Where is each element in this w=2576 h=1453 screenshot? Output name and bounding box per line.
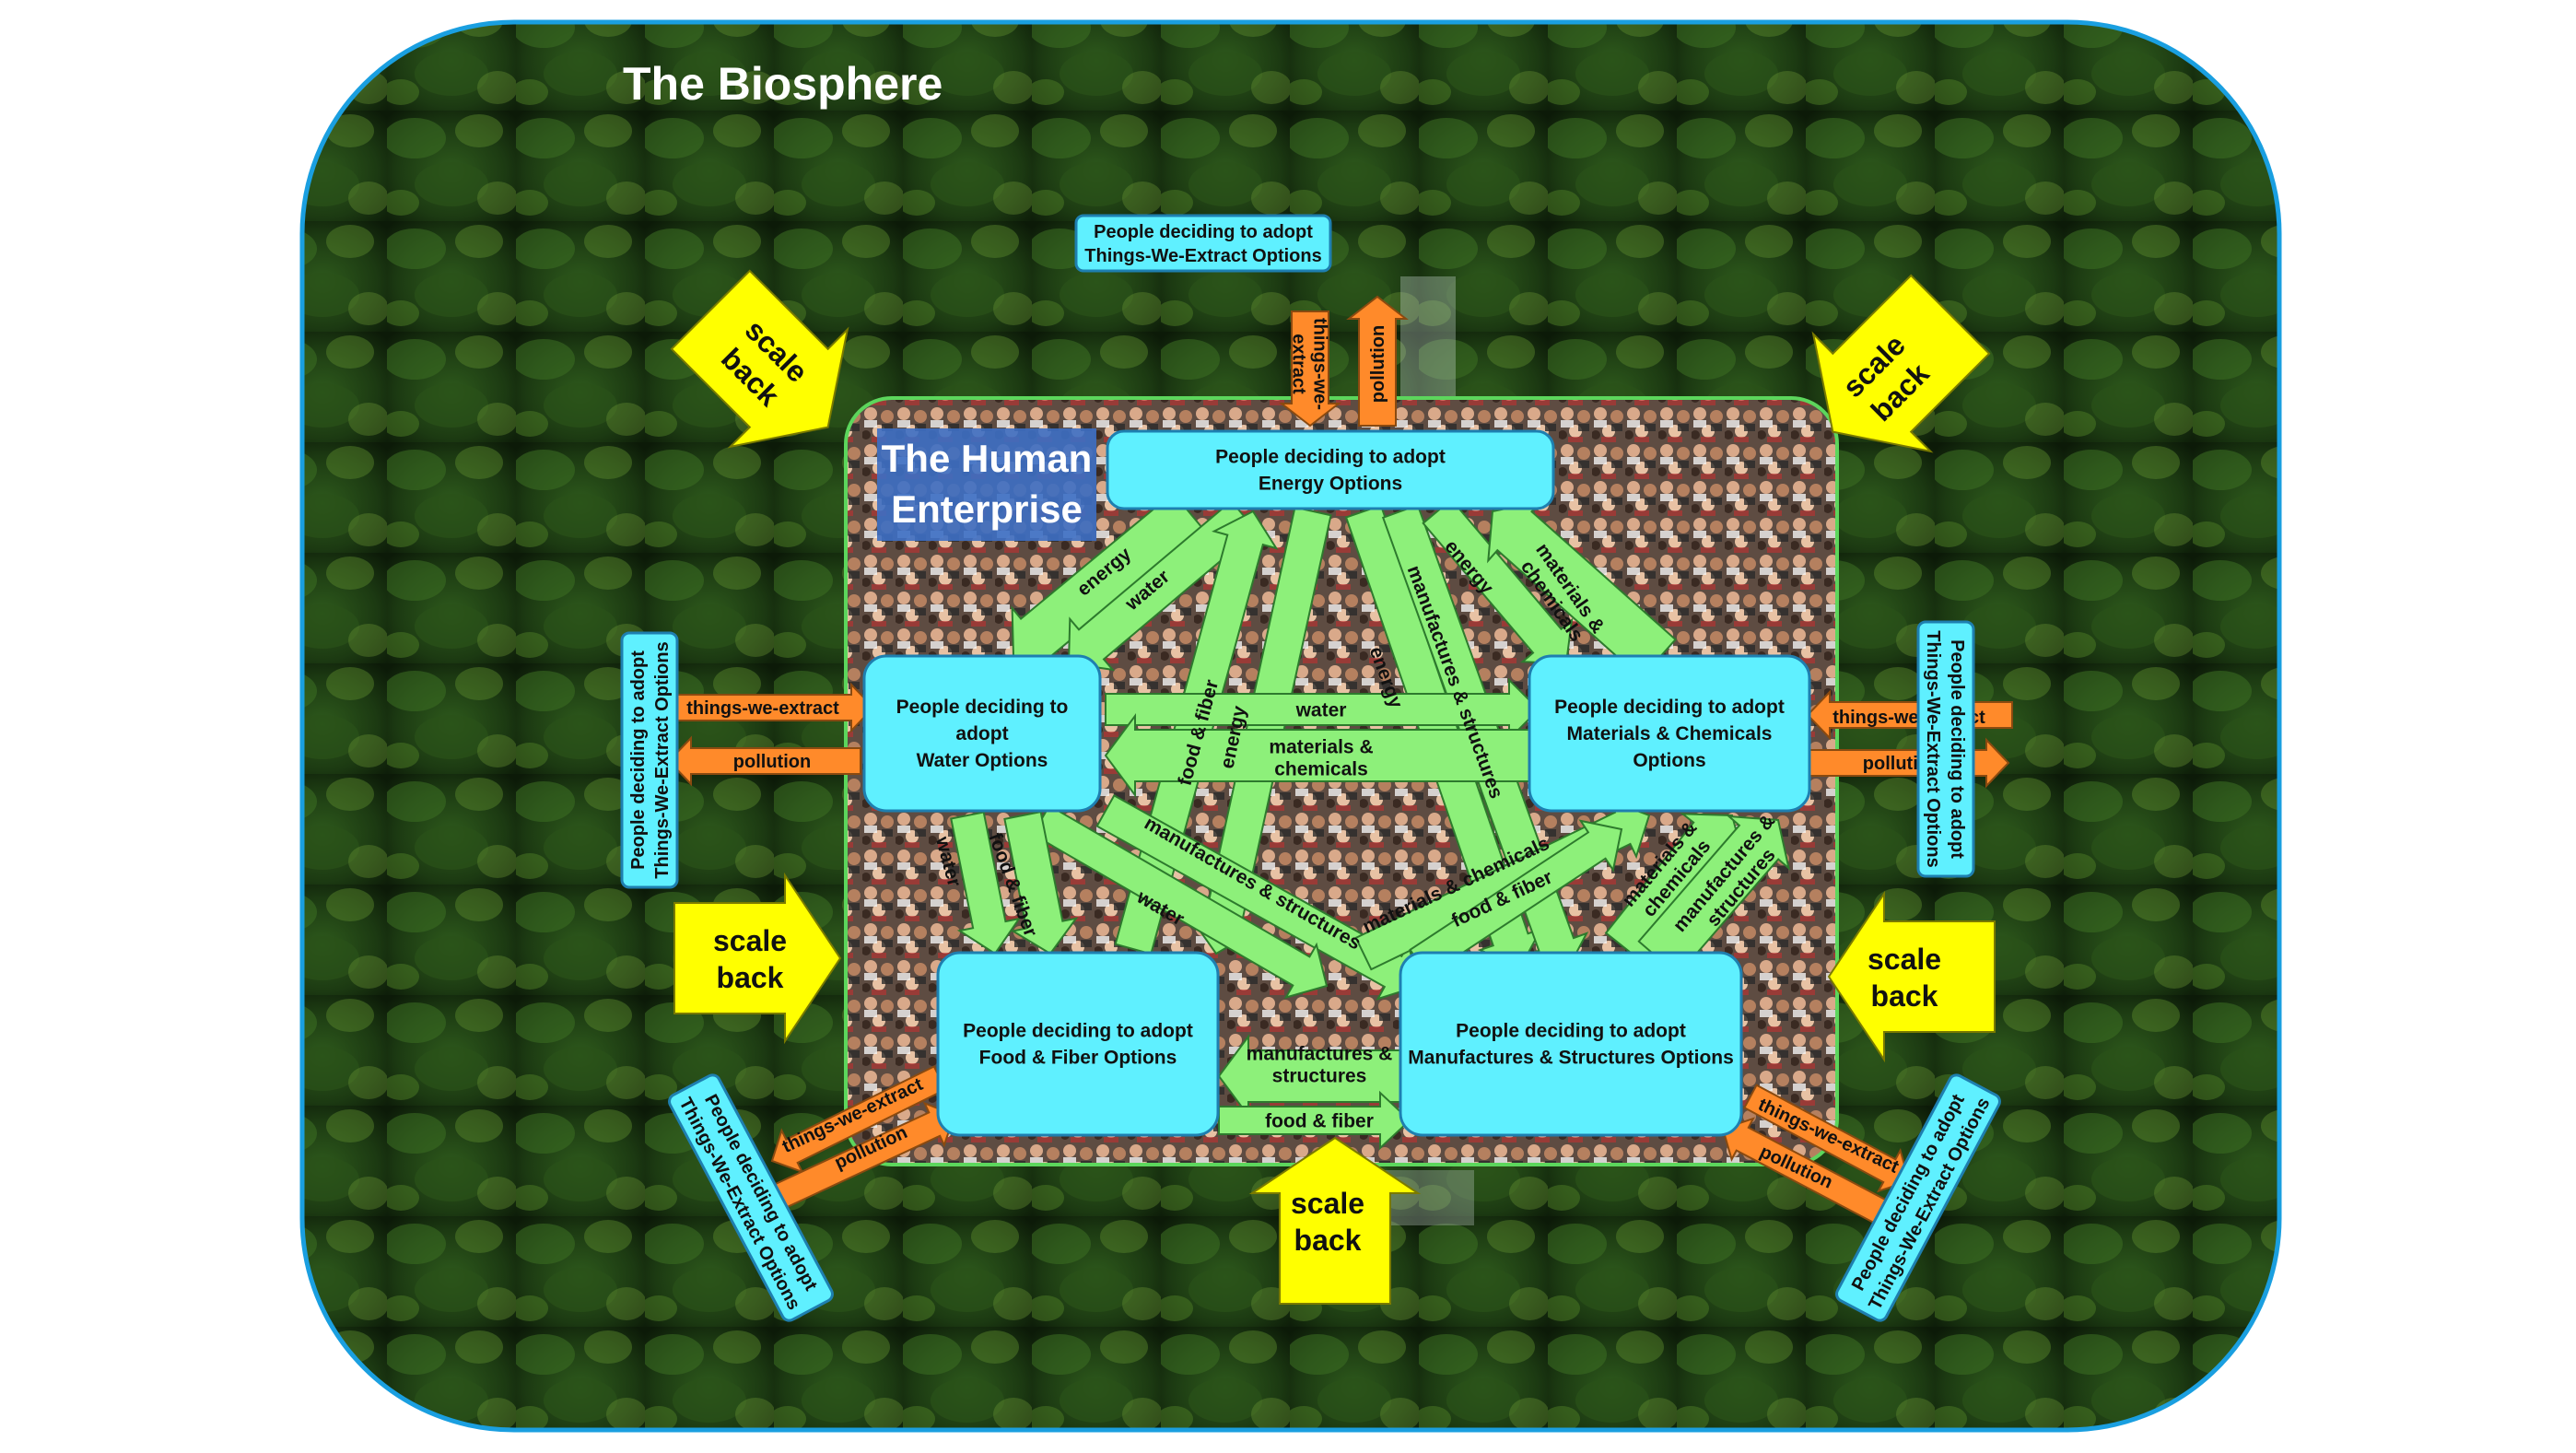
scale-back-arrow-shape xyxy=(1248,1136,1422,1305)
node-water-label: adopt xyxy=(955,723,1008,744)
scale-back-bottom: scale back xyxy=(1248,1136,1422,1305)
extract-label-top-pollution: pollution xyxy=(1368,325,1388,403)
scale-back-label: back xyxy=(1871,979,1938,1013)
flow-arrow-water-down xyxy=(950,811,1022,955)
extract-box-frame xyxy=(620,631,679,889)
scale-back-label: back xyxy=(717,961,784,994)
extract-box-label: People deciding to adopt xyxy=(1094,222,1313,242)
flow-label-manuf-between: manufactures &structures xyxy=(1247,1043,1393,1086)
extract-box-right: People deciding to adoptThings-We-Extrac… xyxy=(1916,620,1975,878)
enterprise-title-line-1: The Human xyxy=(882,437,1093,480)
extract-label-left-pollution-text: pollution xyxy=(733,752,811,772)
enterprise-title-line-2: Enterprise xyxy=(891,487,1083,531)
scale-back-arrow-shape xyxy=(670,269,849,449)
extract-arrow-left-pollution xyxy=(667,735,861,787)
flow-label-materials-across: materials &chemicals xyxy=(1269,736,1373,779)
flow-arrow-food-down xyxy=(1003,810,1079,955)
flow-label-water-across-text: water xyxy=(1295,699,1347,721)
flow-arrows xyxy=(950,491,1791,1151)
extract-label-left-extract-text: things-we-extract xyxy=(686,698,839,719)
extract-label-top-extract: things-we-extract xyxy=(1289,318,1330,410)
flow-label-water-across: water xyxy=(1295,699,1347,721)
extract-box-label: Things-We-Extract Options xyxy=(1084,246,1321,266)
node-food-box xyxy=(936,951,1220,1137)
biosphere-title: The Biosphere xyxy=(623,58,943,110)
flow-arrow-water-across xyxy=(1105,677,1540,742)
node-energy-label: Energy Options xyxy=(1259,474,1402,495)
extract-label-left-extract: things-we-extract xyxy=(686,698,839,719)
extract-label-top-pollution-text: pollution xyxy=(1368,325,1388,403)
node-materials-box xyxy=(1528,654,1811,813)
extract-box-frame xyxy=(1074,214,1332,273)
flow-arrow-manuf-up xyxy=(1637,814,1791,977)
flow-arrow-water-diag xyxy=(1031,804,1329,1000)
scale-back-text: scale back xyxy=(1291,1187,1364,1257)
node-energy-label: People deciding to adopt xyxy=(1215,447,1446,468)
node-food-label: Food & Fiber Options xyxy=(979,1048,1177,1069)
flow-arrow-energy-right xyxy=(1422,498,1574,665)
extract-label-left-pollution: pollution xyxy=(733,752,811,772)
node-energy-box xyxy=(1106,429,1555,510)
flow-label-food-between-text: food & fiber xyxy=(1265,1110,1374,1131)
flow-label-food-between: food & fiber xyxy=(1265,1110,1374,1131)
node-water-label: People deciding to xyxy=(896,697,1069,718)
flow-arrow-food-between xyxy=(1218,1090,1411,1151)
flow-label-manuf-between-text: manufactures & xyxy=(1247,1043,1393,1064)
scale-back-arrow-shape xyxy=(673,872,842,1045)
scale-back-arrow-shape xyxy=(1827,890,1996,1063)
extract-arrow-top-extract xyxy=(1279,311,1341,428)
extract-arrow-top-pollution xyxy=(1346,295,1409,427)
extract-label-top-extract-text: extract xyxy=(1289,334,1309,394)
scale-back-label: scale xyxy=(1291,1187,1364,1220)
scale-back-arrow-shape xyxy=(1811,274,1991,453)
node-water-label: Water Options xyxy=(917,750,1048,771)
extract-arrows: things-we-extract pollution things-we-extr… xyxy=(667,295,2013,1234)
extract-box-label: Things-We-Extract Options xyxy=(652,641,673,878)
node-manufactures-box xyxy=(1399,951,1743,1137)
node-manufactures-label: People deciding to adopt xyxy=(1456,1021,1686,1042)
extract-arrow-br-pollution xyxy=(1721,1117,1905,1234)
flow-label-manuf-between-text: structures xyxy=(1272,1065,1367,1086)
scale-back-label: back xyxy=(1294,1224,1362,1257)
scale-back-text: scale back xyxy=(713,924,787,994)
scale-back-label: scale xyxy=(1868,943,1941,976)
node-materials-label: People deciding to adopt xyxy=(1554,697,1785,718)
node-manufactures-label: Manufactures & Structures Options xyxy=(1408,1048,1734,1069)
flow-arrow-materials-across xyxy=(1104,712,1540,799)
flow-label-materials-across-text: chemicals xyxy=(1274,758,1368,779)
extract-box-label: People deciding to adopt xyxy=(1947,639,1967,859)
scale-back-mid-left: scale back xyxy=(673,872,842,1045)
extract-arrow-left-extract xyxy=(668,682,875,733)
enterprise-title-box xyxy=(877,428,1096,541)
extract-box-frame xyxy=(668,1073,834,1322)
flow-label-materials-across-text: materials & xyxy=(1269,736,1373,757)
extract-box-label: People deciding to adopt xyxy=(628,650,649,870)
extract-box-frame xyxy=(1835,1073,2001,1322)
scale-back-label: scale xyxy=(713,924,787,957)
extract-box-top: People deciding to adoptThings-We-Extrac… xyxy=(1074,214,1332,273)
node-materials-label: Options xyxy=(1633,750,1705,771)
extract-arrow-bl-extract xyxy=(770,1065,947,1174)
node-materials-label: Materials & Chemicals xyxy=(1567,723,1773,744)
flow-arrow-food-diag xyxy=(1409,819,1623,978)
extract-label-top-extract-text: things-we- xyxy=(1310,318,1330,410)
extract-box-frame xyxy=(1916,620,1975,878)
extract-box-label: Things-We-Extract Options xyxy=(1923,630,1943,867)
node-food-label: People deciding to adopt xyxy=(963,1021,1193,1042)
node-water-box xyxy=(862,654,1102,813)
